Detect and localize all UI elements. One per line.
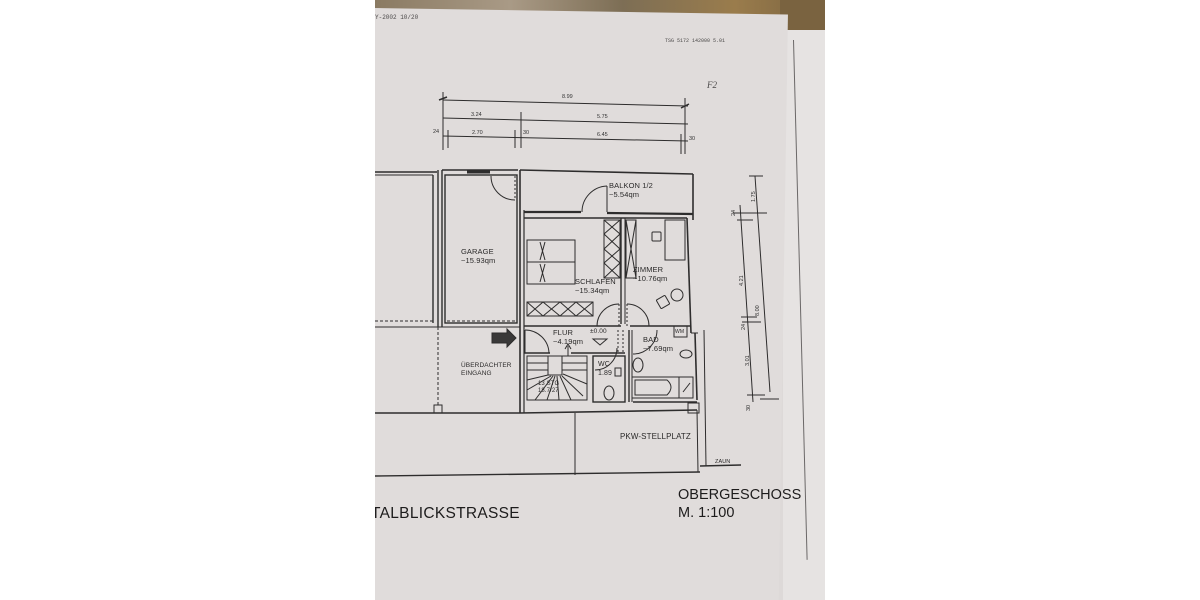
dim-row3-b: 2.70 [472,130,483,136]
dim-row2-b: 5.75 [597,114,608,120]
sheet-mark: F2 [707,80,717,90]
room-wc: WC 1.89 [598,360,612,378]
room-bad-name: BAD [643,335,659,344]
dim-row2-a: 3.24 [471,112,482,118]
room-flur-area: ~4.19qm [553,337,584,346]
room-zimmer-area: ~10.76qm [633,274,668,283]
dim-right-6: 30 [746,404,752,411]
dim-right-3: 4.21 [739,275,745,286]
room-wc-area: 1.89 [598,370,613,377]
scale-label: M. 1:100 [678,505,735,521]
stairs-ratio: 18.7/27 [538,388,559,394]
room-zimmer-name: ZIMMER [633,265,664,274]
room-garage-name: GARAGE [461,247,494,256]
fence-label: ZAUN [715,459,731,465]
dim-right-overall: 8.00 [755,305,761,316]
parking-label: PKW-STELLPLATZ [620,432,691,441]
dim-right-5: 3.01 [745,355,751,366]
room-bad: BAD ~7.69qm [643,335,673,353]
header-left-code: Y-2002 10/20 [375,14,419,21]
street-name: TALBLICKSTRASSE [375,505,520,522]
covered-entrance-line1: ÜBERDACHTER [461,362,512,369]
covered-entrance-label: ÜBERDACHTER EINGANG [461,362,512,378]
washer-label: WM [675,329,685,335]
room-flur-name: FLUR [553,328,573,337]
room-bad-area: ~7.69qm [643,344,674,353]
dim-row3-a: 24 [433,129,440,135]
level-marker: ±0.00 [590,328,607,335]
room-balkon-name: BALKON 1/2 [609,181,653,190]
room-garage: GARAGE ~15.93qm [461,247,495,265]
dim-overall-width: 8.99 [562,94,573,100]
dim-right-4: 24 [741,323,747,330]
dim-row3-c: 30 [523,130,530,136]
plan-title-block: OBERGESCHOSS M. 1:100 [678,486,801,522]
underlying-sheet [783,30,825,600]
room-zimmer: ZIMMER ~10.76qm [633,265,667,283]
room-schlafen-area: ~15.34qm [575,286,610,295]
floor-plan-photo: Y-2002 10/20 TSG 5172 142000 5.01 F2 [375,0,825,600]
room-garage-area: ~15.93qm [461,256,496,265]
header-right-code: TSG 5172 142000 5.01 [665,38,726,44]
room-balkon-area: ~5.54qm [609,190,640,199]
dim-row3-d: 6.45 [597,132,608,138]
dim-right-2: 24 [731,209,737,216]
floor-title: OBERGESCHOSS [678,487,802,503]
room-schlafen: SCHLAFEN ~15.34qm [575,277,616,295]
dim-right-1: 1.75 [751,191,757,202]
dim-row3-e: 30 [689,136,696,142]
room-balkon: BALKON 1/2 ~5.54qm [609,181,653,199]
stairs-label: 13 STG 18.7/27 [538,381,559,395]
room-flur: FLUR ~4.19qm [553,328,583,346]
room-wc-name: WC [598,361,610,368]
stairs-count: 13 STG [538,381,560,387]
covered-entrance-line2: EINGANG [461,370,492,377]
room-schlafen-name: SCHLAFEN [575,277,616,286]
plan-drawing [375,92,779,477]
